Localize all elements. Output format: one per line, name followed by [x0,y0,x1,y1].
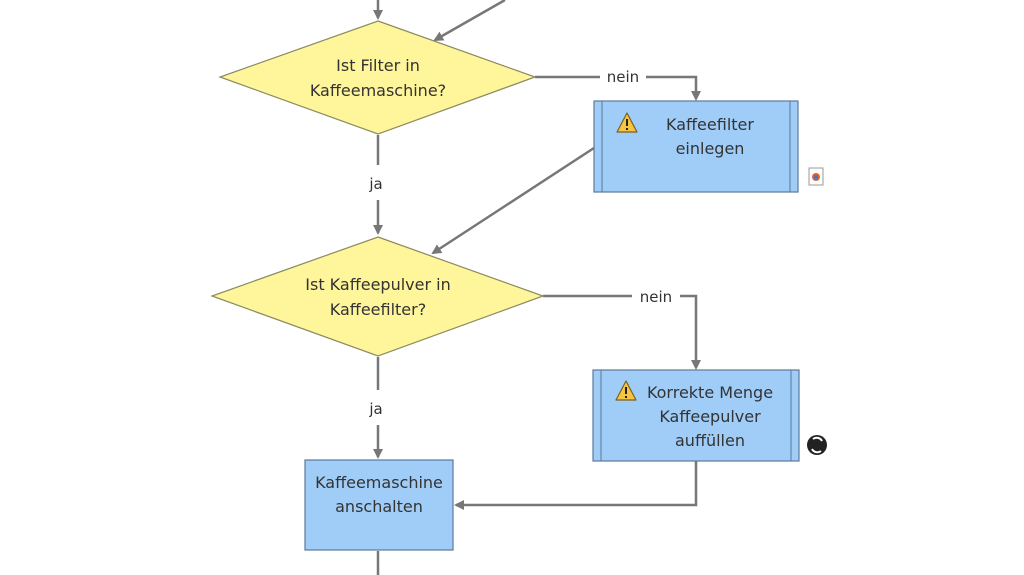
task-anschalten-line-1: Kaffeemaschine [315,473,443,492]
edge-pulver-no-2 [680,294,701,370]
edge-filter-no-2 [646,75,701,101]
task-filter-line-2: einlegen [676,139,745,158]
decision-pulver-line-2: Kaffeefilter? [330,300,426,319]
decision-filter-in-machine[interactable]: Ist Filter in Kaffeemaschine? [218,20,537,135]
edge-label-filter-yes: ja [368,175,382,193]
edge-label-filter-no: nein [607,68,639,86]
edge-task-filter-to-decision [431,146,595,255]
decision-filter-line-2: Kaffeemaschine? [310,81,446,100]
task-kaffeefilter-einlegen[interactable]: Kaffeefilter einlegen [593,100,799,193]
decision-pulver-in-filter[interactable]: Ist Kaffeepulver in Kaffeefilter? [210,236,545,357]
warning-icon [616,112,638,133]
task-kaffeepulver-auffuellen[interactable]: Korrekte Menge Kaffeepulver auffüllen [592,369,800,462]
edge-label-pulver-yes: ja [368,400,382,418]
task-kaffeemaschine-anschalten[interactable]: Kaffeemaschine anschalten [304,459,454,551]
warning-icon [615,380,637,401]
task-pulver-line-3: auffüllen [675,431,745,450]
task-filter-line-1: Kaffeefilter [666,115,754,134]
task-anschalten-line-2: anschalten [335,497,423,516]
task-pulver-line-2: Kaffeepulver [659,407,761,426]
edge-task-pulver-to-anschalten [454,461,698,510]
edge-label-pulver-no: nein [640,288,672,306]
attachment-icon[interactable] [808,167,824,186]
edge-incoming-diagonal [433,0,506,42]
cycle-status-icon[interactable] [807,435,827,455]
decision-pulver-line-1: Ist Kaffeepulver in [305,275,450,294]
task-pulver-line-1: Korrekte Menge [647,383,773,402]
decision-filter-line-1: Ist Filter in [336,56,420,75]
